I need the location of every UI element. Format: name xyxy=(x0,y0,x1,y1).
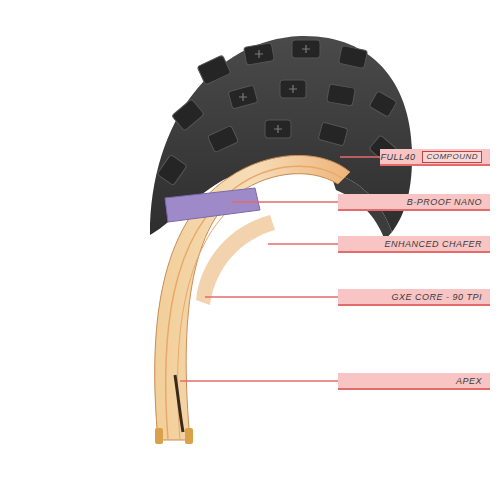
label-text: APEX xyxy=(456,376,482,386)
compound-tag: COMPOUND xyxy=(422,151,482,163)
layer-label: APEX xyxy=(338,373,490,390)
layer-label: B-PROOF NANO xyxy=(338,194,490,211)
label-text: FULL40 xyxy=(380,152,415,162)
label-text: B-PROOF NANO xyxy=(407,197,482,207)
compound-label: FULL40 COMPOUND xyxy=(380,149,490,166)
label-text: ENHANCED CHAFER xyxy=(384,239,482,249)
layer-label: ENHANCED CHAFER xyxy=(338,236,490,253)
layer-label: GXE CORE - 90 TPI xyxy=(338,289,490,306)
label-text: GXE CORE - 90 TPI xyxy=(391,292,482,302)
